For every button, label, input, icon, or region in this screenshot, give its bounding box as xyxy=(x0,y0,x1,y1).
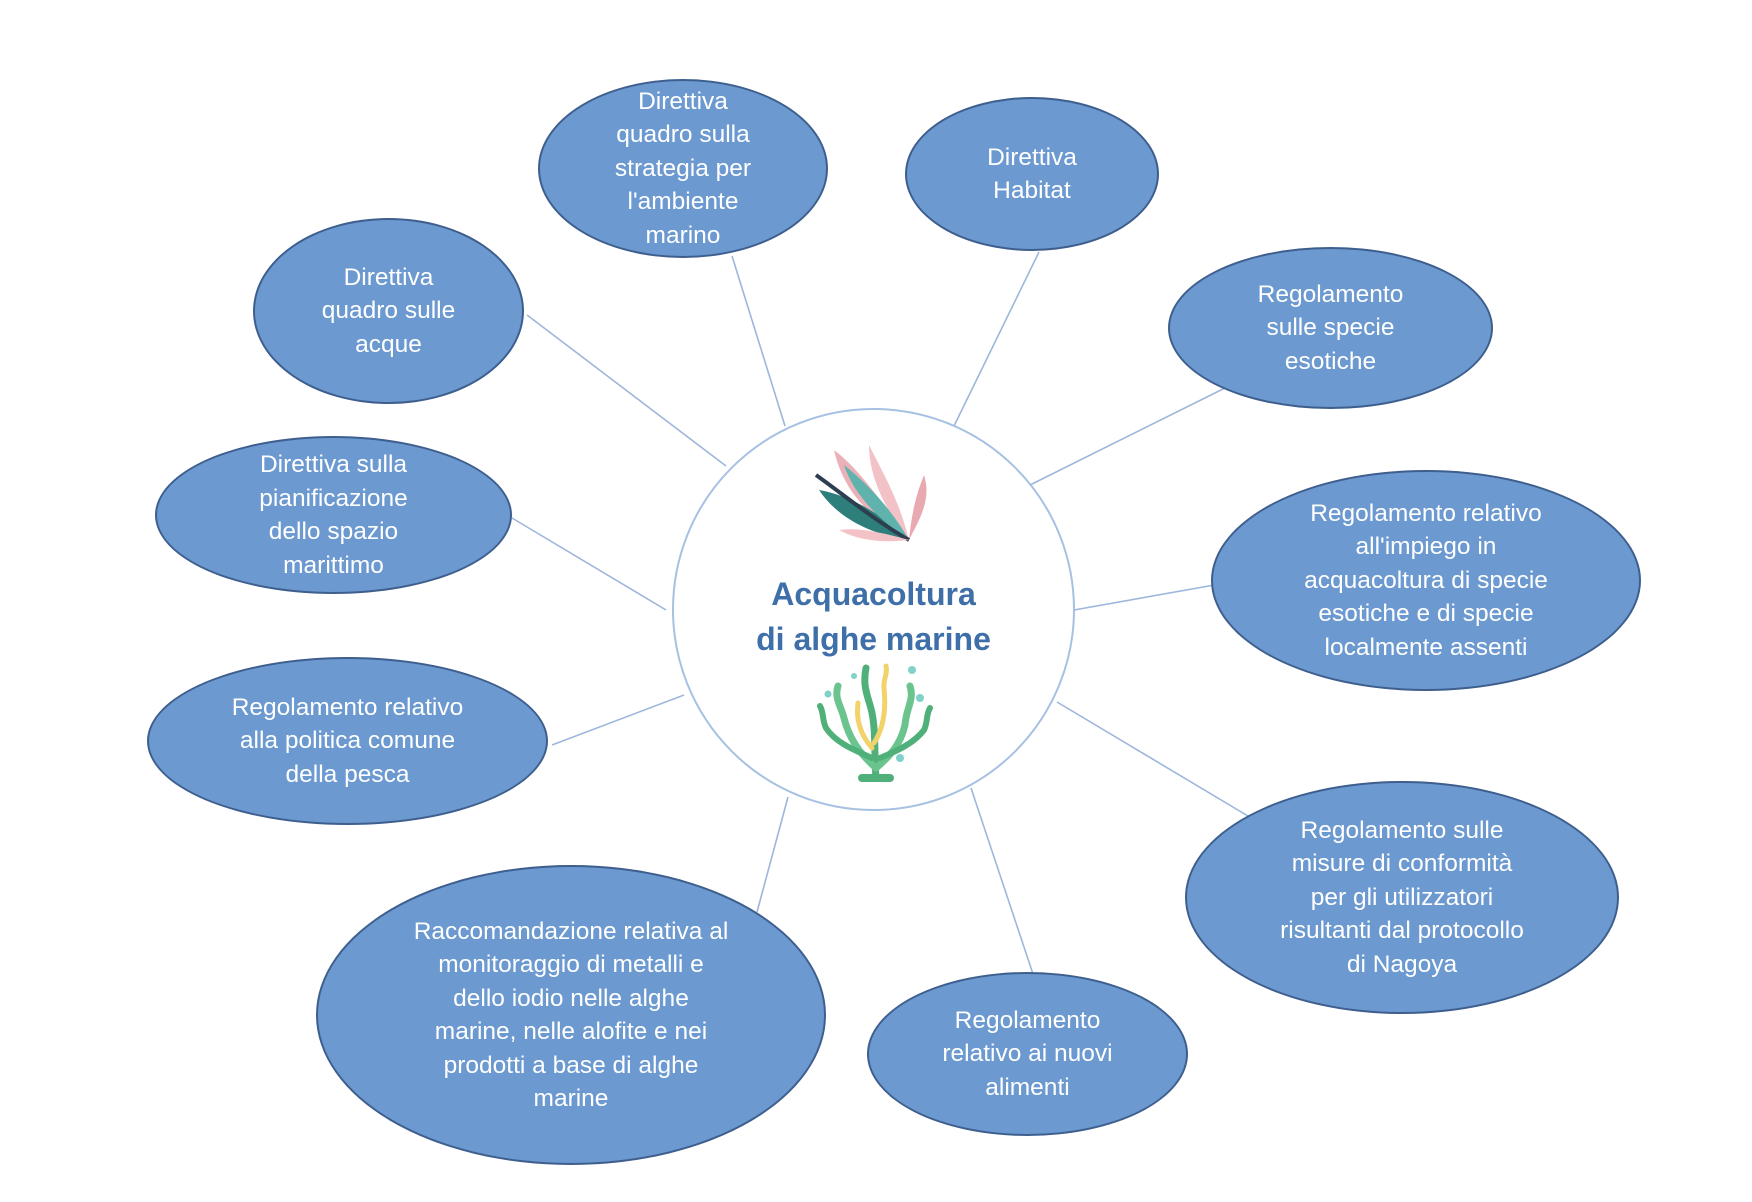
connector-msfd xyxy=(731,255,786,427)
node-regolamento-acquacoltura-specie: Regolamento relativo all'impiego in acqu… xyxy=(1211,470,1641,691)
node-regolamento-politica-pesca: Regolamento relativo alla politica comun… xyxy=(147,657,548,825)
node-direttiva-strategia-ambiente-marino: Direttiva quadro sulla strategia per l'a… xyxy=(538,79,828,258)
seaweed-coral-icon xyxy=(817,663,933,782)
node-label: Direttiva quadro sulla strategia per l'a… xyxy=(614,87,752,249)
node-label: Regolamento relativo alla politica comun… xyxy=(231,693,464,788)
node-direttiva-spazio-marittimo: Direttiva sulla pianificazione dello spa… xyxy=(155,436,512,594)
connector-specie-esotiche xyxy=(1029,387,1226,486)
node-label: Regolamento relativo ai nuovi alimenti xyxy=(942,1006,1113,1101)
connector-spazio-marittimo xyxy=(511,517,667,611)
seaweed-leaves-icon xyxy=(814,445,927,542)
hub-title: Acquacoltura di alghe marine xyxy=(756,576,991,657)
connector-politica-pesca xyxy=(551,694,685,746)
connector-habitat xyxy=(953,251,1040,427)
node-direttiva-quadro-acque: Direttiva quadro sulle acque xyxy=(253,218,524,404)
connector-acquacoltura-specie xyxy=(1073,583,1221,611)
connector-metalli-iodio xyxy=(756,796,789,913)
node-raccomandazione-metalli-iodio: Raccomandazione relativa al monitoraggio… xyxy=(316,865,826,1165)
central-hub: Acquacoltura di alghe marine xyxy=(672,408,1075,811)
connector-nuovi-alimenti xyxy=(970,787,1036,981)
node-direttiva-habitat: Direttiva Habitat xyxy=(905,97,1159,251)
node-regolamento-nuovi-alimenti: Regolamento relativo ai nuovi alimenti xyxy=(867,972,1188,1136)
node-label: Regolamento relativo all'impiego in acqu… xyxy=(1304,499,1548,661)
node-label: Regolamento sulle specie esotiche xyxy=(1257,280,1404,375)
node-label: Direttiva Habitat xyxy=(987,143,1077,205)
connector-nagoya xyxy=(1056,701,1259,823)
connector-acque xyxy=(526,314,727,467)
node-label: Raccomandazione relativa al monitoraggio… xyxy=(413,917,729,1113)
node-regolamento-protocollo-nagoya: Regolamento sulle misure di conformità p… xyxy=(1185,781,1619,1014)
node-label: Direttiva quadro sulle acque xyxy=(321,263,456,358)
node-regolamento-specie-esotiche: Regolamento sulle specie esotiche xyxy=(1168,247,1493,409)
node-label: Regolamento sulle misure di conformità p… xyxy=(1280,816,1524,978)
node-label: Direttiva sulla pianificazione dello spa… xyxy=(259,451,408,579)
